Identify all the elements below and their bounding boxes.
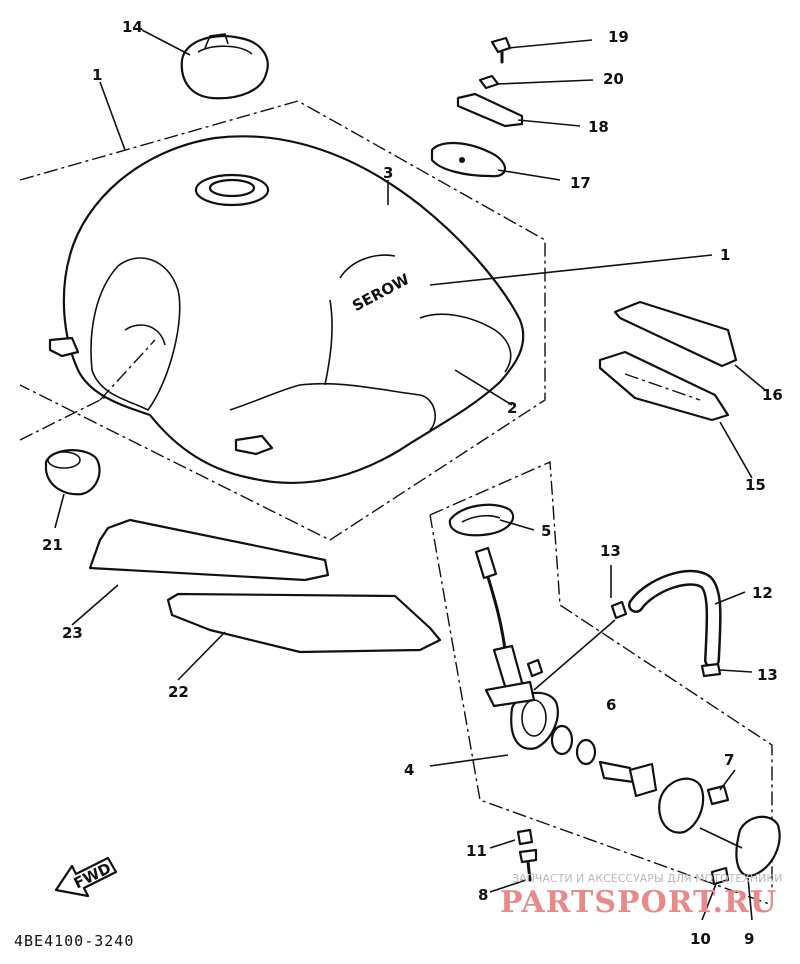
callout-22: 22 — [168, 683, 189, 701]
fuel-tank: SEROW — [48, 135, 525, 484]
washer — [478, 74, 500, 90]
callout-2: 2 — [507, 399, 517, 417]
callout-17: 17 — [570, 174, 591, 192]
callout-4: 4 — [404, 761, 414, 779]
callout-15: 15 — [745, 476, 766, 494]
screw-11 — [516, 828, 534, 846]
fuel-cap — [180, 33, 269, 100]
callout-6: 6 — [606, 696, 616, 714]
callout-12: 12 — [752, 584, 773, 602]
callout-14: 14 — [122, 18, 143, 36]
forward-direction-arrow: FWD — [54, 856, 118, 898]
callout-13-lower: 13 — [757, 666, 778, 684]
callout-21: 21 — [42, 536, 63, 554]
callout-18: 18 — [588, 118, 609, 136]
callout-5: 5 — [541, 522, 551, 540]
cock-cover — [735, 815, 781, 877]
callout-9: 9 — [744, 930, 754, 948]
tank-pad-upper — [88, 518, 330, 582]
callout-1-tank: 1 — [720, 246, 730, 264]
screw-8 — [518, 848, 538, 882]
side-cover — [613, 300, 738, 368]
cock-internals — [550, 724, 658, 798]
callout-1: 1 — [92, 66, 102, 84]
callout-19: 19 — [608, 28, 629, 46]
callout-13-upper: 13 — [600, 542, 621, 560]
cock-gasket — [448, 503, 515, 537]
callout-11: 11 — [466, 842, 487, 860]
callout-16: 16 — [762, 386, 783, 404]
fuel-cock — [474, 546, 559, 750]
grommet — [44, 449, 101, 496]
hose-clip-upper — [610, 600, 628, 620]
callout-labels: 14 1 19 20 18 17 3 1 16 2 15 21 5 13 12 … — [42, 18, 783, 948]
callout-8: 8 — [478, 886, 488, 904]
bracket-plate — [456, 92, 524, 128]
fuel-hose — [628, 569, 722, 668]
watermark: ЗАПЧАСТИ И АКСЕССУАРЫ ДЛЯ МОТОТЕХНИКИ PA… — [500, 872, 782, 920]
leader-lines — [54, 29, 766, 921]
watermark-caption: ЗАПЧАСТИ И АКСЕССУАРЫ ДЛЯ МОТОТЕХНИКИ — [512, 872, 782, 885]
callout-20: 20 — [603, 70, 624, 88]
screw-10 — [710, 866, 730, 886]
callout-10: 10 — [690, 930, 711, 948]
damper-pad — [430, 141, 506, 178]
drawing-code: 4BE4100-3240 — [14, 932, 134, 950]
side-plate — [598, 350, 730, 422]
callout-7: 7 — [724, 751, 734, 769]
hose-clip-lower — [700, 662, 722, 678]
fwd-arrow-text: FWD — [71, 859, 114, 892]
tank-assembly-outline — [19, 100, 773, 906]
cock-lever — [658, 777, 730, 834]
callout-23: 23 — [62, 624, 83, 642]
watermark-logo: PARTSPORT.RU — [500, 885, 777, 920]
callout-3: 3 — [383, 164, 393, 182]
cap-bolt — [490, 36, 512, 64]
tank-pad-lower — [166, 592, 442, 654]
